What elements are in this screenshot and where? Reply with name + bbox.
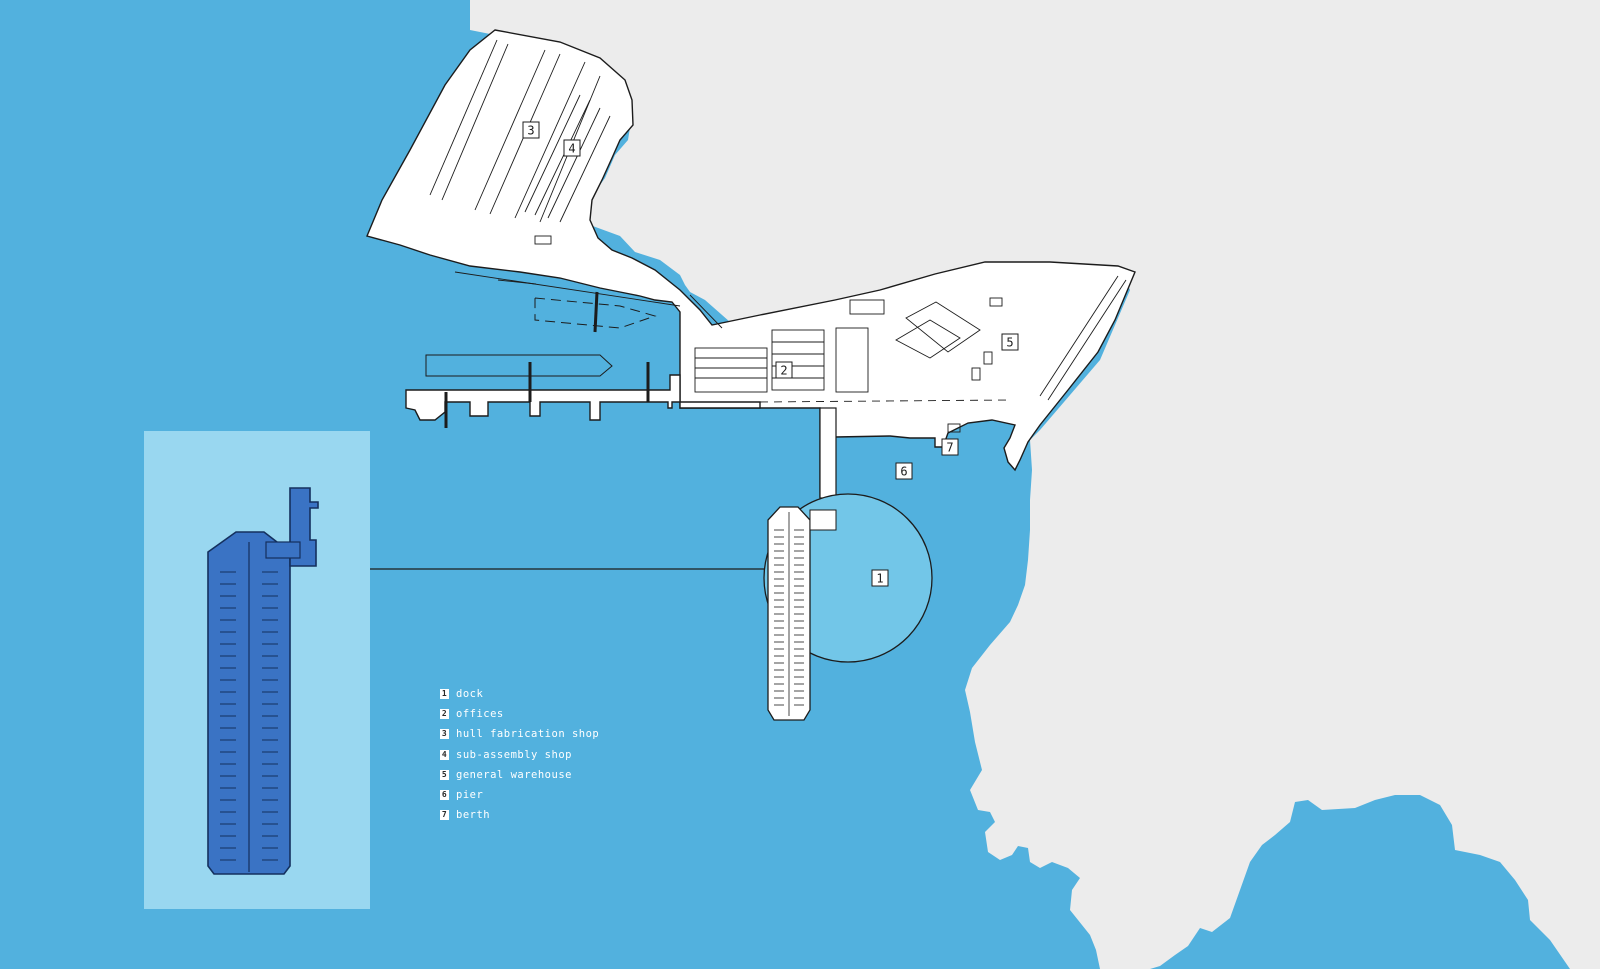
svg-text:6: 6 bbox=[900, 465, 907, 479]
legend-number: 5 bbox=[440, 769, 449, 780]
legend-number: 2 bbox=[440, 709, 449, 720]
legend-label: berth bbox=[456, 809, 491, 822]
mainland bbox=[470, 0, 1600, 969]
legend-item: 3 hull fabrication shop bbox=[440, 724, 599, 744]
legend-label: pier bbox=[456, 789, 484, 802]
legend-number: 4 bbox=[440, 749, 449, 760]
svg-text:1: 1 bbox=[876, 572, 883, 586]
legend-number: 7 bbox=[440, 810, 449, 821]
svg-text:7: 7 bbox=[946, 441, 953, 455]
legend-item: 1 dock bbox=[440, 684, 599, 704]
svg-text:4: 4 bbox=[568, 142, 575, 156]
legend-item: 4 sub-assembly shop bbox=[440, 745, 599, 765]
floating-dock-ticks bbox=[774, 529, 804, 706]
map-label-offices: 2 bbox=[775, 361, 793, 379]
legend-label: offices bbox=[456, 708, 504, 721]
map-label-pier: 6 bbox=[895, 462, 913, 480]
inset-dock-walkway bbox=[265, 541, 301, 559]
legend-item: 6 pier bbox=[440, 785, 599, 805]
legend-label: general warehouse bbox=[456, 768, 572, 781]
dock-walkway bbox=[809, 509, 837, 531]
svg-text:3: 3 bbox=[527, 124, 534, 138]
map-label-dock: 1 bbox=[871, 569, 889, 587]
map-label-general-warehouse: 5 bbox=[1001, 333, 1019, 351]
quay-wall bbox=[405, 374, 761, 421]
inset-dock-ticks bbox=[220, 571, 278, 861]
map-label-berth: 7 bbox=[941, 438, 959, 456]
legend-label: sub-assembly shop bbox=[456, 748, 572, 761]
legend-label: dock bbox=[456, 688, 484, 701]
legend-number: 6 bbox=[440, 790, 449, 801]
shipyard-site bbox=[366, 29, 1136, 498]
crane-1 bbox=[593, 291, 599, 333]
legend-item: 2 offices bbox=[440, 704, 599, 724]
map-label-hull-fabrication-shop: 3 bbox=[522, 121, 540, 139]
svg-text:5: 5 bbox=[1006, 336, 1013, 350]
legend-item: 7 berth bbox=[440, 805, 599, 825]
moored-vessel-1 bbox=[534, 297, 657, 329]
moored-vessel-2 bbox=[425, 354, 613, 377]
legend-item: 5 general warehouse bbox=[440, 765, 599, 785]
legend-number: 3 bbox=[440, 729, 449, 740]
svg-text:2: 2 bbox=[780, 364, 787, 378]
map-label-sub-assembly-shop: 4 bbox=[563, 139, 581, 157]
pier-arm bbox=[819, 407, 837, 499]
legend-label: hull fabrication shop bbox=[456, 728, 600, 741]
legend-number: 1 bbox=[440, 689, 449, 700]
